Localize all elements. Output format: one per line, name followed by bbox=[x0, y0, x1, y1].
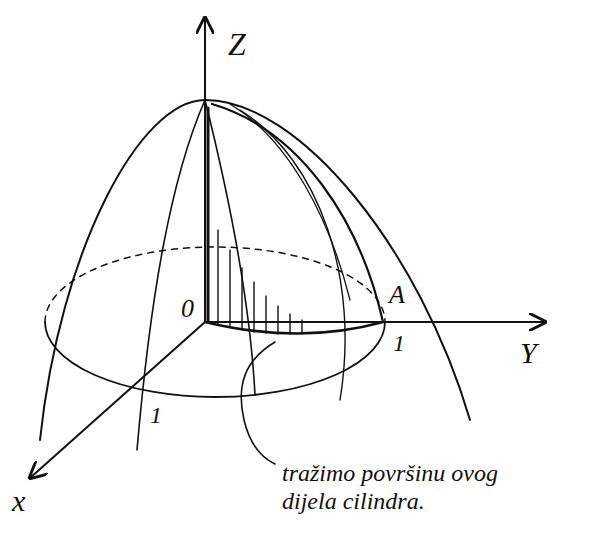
axis-label: Y bbox=[520, 336, 537, 371]
z-axis bbox=[204, 18, 206, 322]
hatching bbox=[218, 230, 302, 334]
surface-curve bbox=[137, 100, 205, 450]
note-text: tražimo površinu ovog dijela cilindra. bbox=[282, 460, 552, 515]
base-circle-back bbox=[45, 247, 385, 322]
cylinder-curve bbox=[230, 104, 350, 300]
surface-curve bbox=[205, 100, 255, 395]
axis-label: x bbox=[12, 484, 25, 519]
point-label: A bbox=[389, 280, 405, 310]
leader-line bbox=[241, 342, 275, 464]
cylinder-edge bbox=[207, 108, 210, 322]
base-circle-front bbox=[45, 322, 385, 397]
y-axis bbox=[205, 321, 545, 323]
origin-label: 0 bbox=[181, 294, 194, 324]
axis-label: Z bbox=[228, 26, 246, 63]
paraboloid-outline bbox=[40, 100, 470, 440]
cylinder-edge bbox=[212, 104, 383, 322]
tick-label: 1 bbox=[150, 402, 162, 430]
cylinder-base bbox=[205, 322, 383, 334]
tick-label: 1 bbox=[393, 330, 405, 358]
